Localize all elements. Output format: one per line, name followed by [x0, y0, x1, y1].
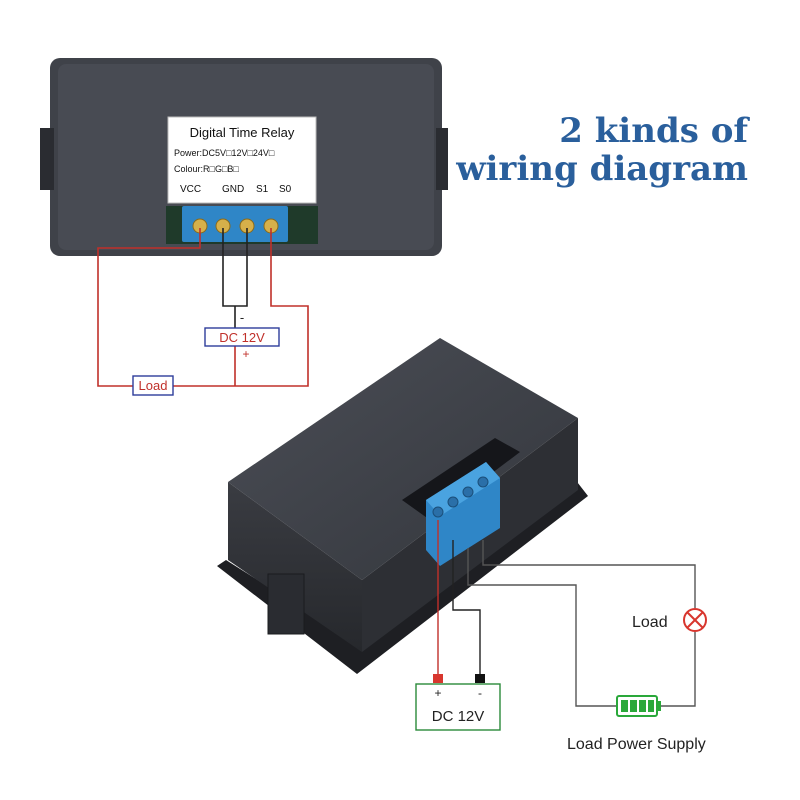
load-box-1 [132, 375, 174, 396]
diagram2-wires [437, 520, 696, 707]
load-power-supply-label: Load Power Supply [567, 736, 706, 753]
terminal-screws-front [432, 476, 489, 518]
spec-label [167, 116, 317, 204]
spec-label-title: Digital Time Relay [190, 125, 295, 140]
terminal-screws-back [192, 218, 279, 234]
terminal-label-vcc: VCC [180, 184, 201, 195]
dc-minus-2: - [478, 686, 482, 700]
mount-clip-front [267, 573, 305, 635]
dc-plus-1: + [242, 347, 249, 361]
load-label-2: Load [632, 614, 668, 631]
terminal-label-s0: S0 [279, 184, 292, 195]
mount-clip-right [436, 128, 448, 190]
headline-line-1: 2 kinds of [559, 111, 748, 151]
black-terminal-marker [475, 674, 485, 683]
relay-top-face [228, 338, 578, 580]
headline: 2 kinds of wiring diagram [448, 112, 748, 188]
diagram1-wires [97, 228, 309, 387]
bezel-flange [217, 478, 588, 674]
terminal-label-s1: S1 [256, 184, 269, 195]
dc-12v-box-2 [415, 683, 501, 731]
terminal-label-gnd: GND [222, 184, 244, 195]
red-terminal-marker [433, 674, 443, 683]
relay-back-view: Digital Time Relay Power:DC5V□12V□24V□ C… [40, 58, 448, 256]
load-label-1: Load [139, 378, 168, 393]
relay-front-face [228, 482, 362, 652]
mount-clip-left [40, 128, 54, 190]
dc-12v-label-2: DC 12V [432, 708, 485, 725]
dc-12v-label-1: DC 12V [219, 330, 265, 345]
spec-label-colour: Colour:R□G□B□ [174, 164, 239, 174]
spec-label-power: Power:DC5V□12V□24V□ [174, 148, 275, 158]
headline-line-2: wiring diagram [456, 149, 748, 189]
terminal-block-back [182, 206, 288, 242]
bulb-icon [683, 608, 707, 632]
battery-icon [616, 695, 661, 717]
relay-3d-view [217, 338, 588, 674]
dc-12v-box-1 [204, 327, 280, 347]
dc-plus-2: + [434, 686, 441, 700]
dc-minus-1: - [240, 310, 244, 325]
